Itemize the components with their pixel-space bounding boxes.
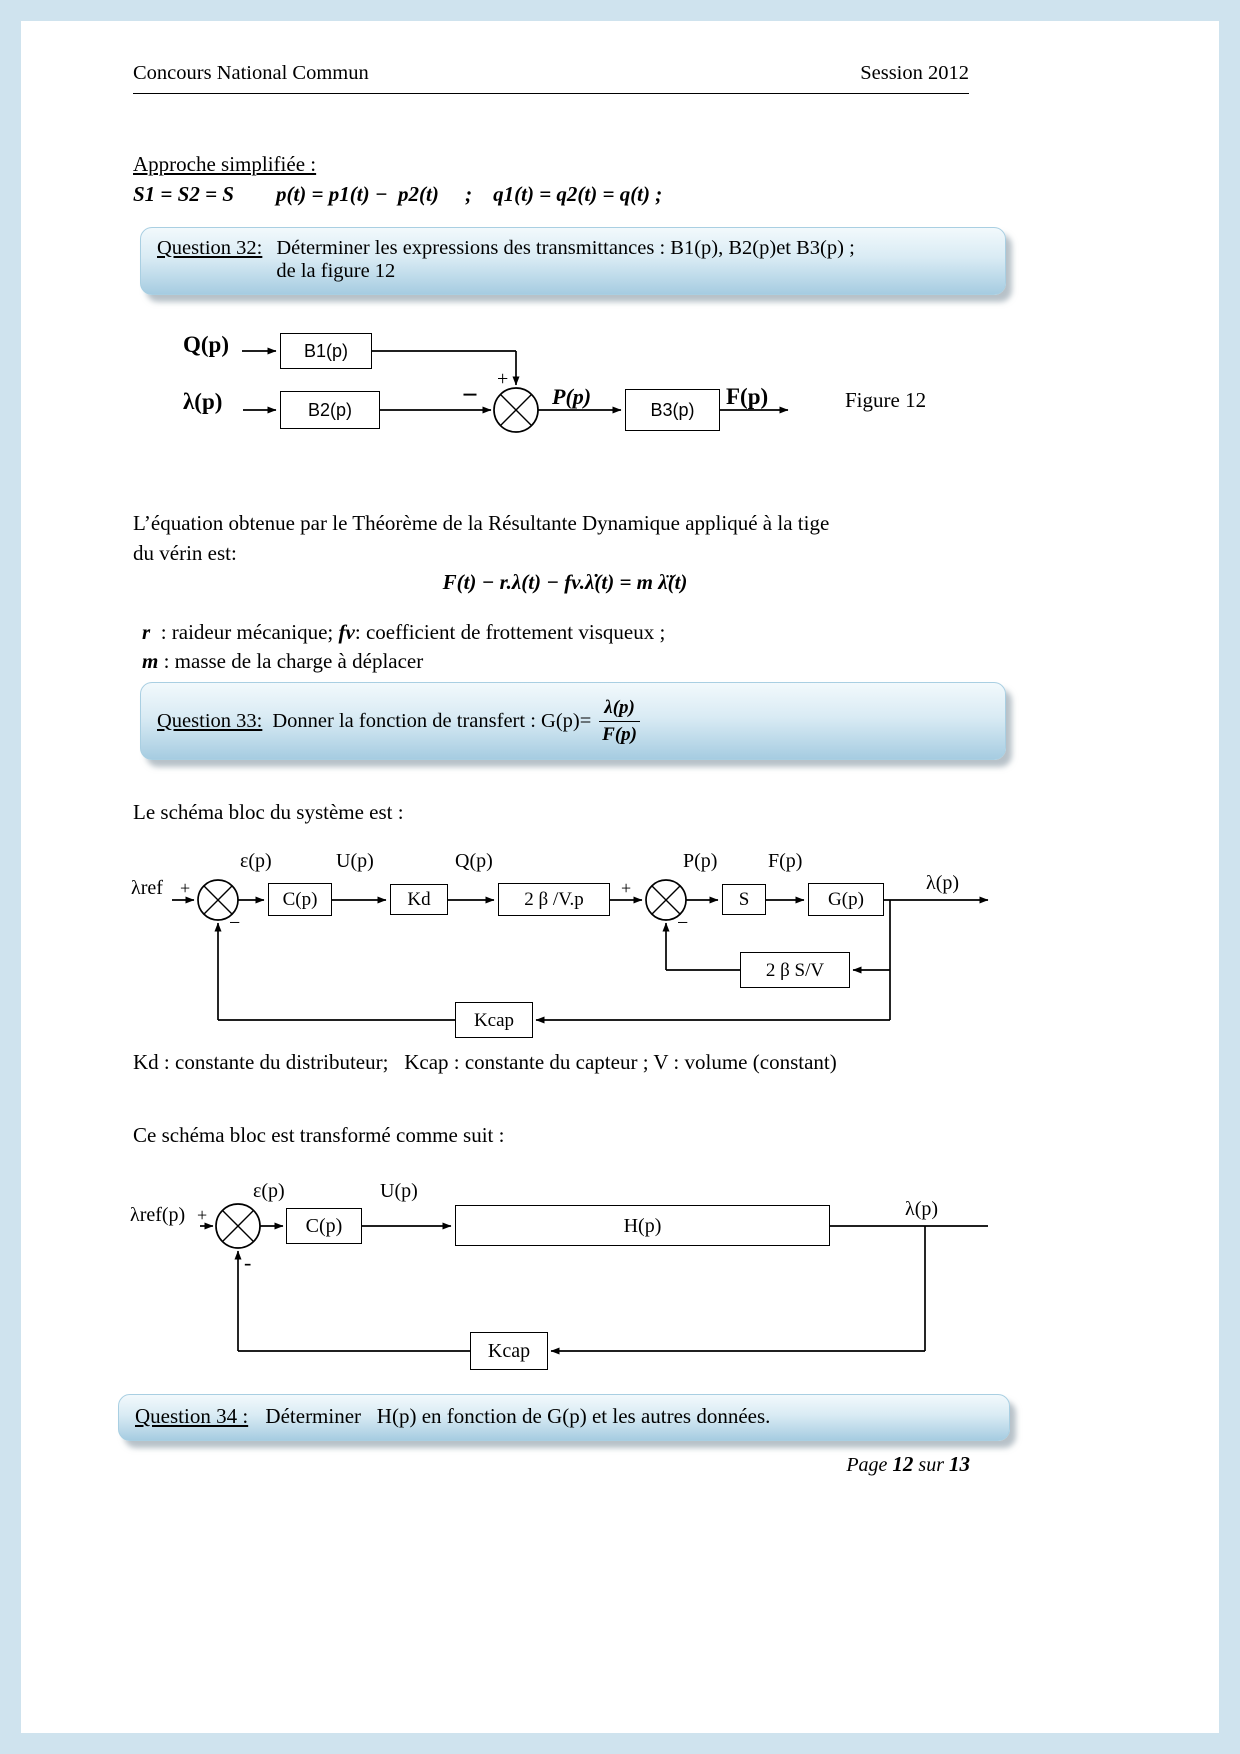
definition-r-line: r : raideur mécanique; fv: coefficient d…: [142, 620, 665, 645]
question-34-label: Question 34 :: [135, 1404, 249, 1428]
schema2-title: Ce schéma bloc est transformé comme suit…: [133, 1123, 505, 1147]
header-title: Concours National Commun: [133, 62, 369, 84]
question-32-box: Question 32: Déterminer les expressions …: [140, 227, 1006, 295]
figure12-caption: Figure 12: [845, 388, 927, 412]
figure-12-wiring: [242, 347, 789, 433]
signal-u-label: U(p): [336, 850, 374, 872]
block-gp: G(p): [808, 883, 884, 916]
figure12-p-label: P(p): [552, 384, 592, 409]
figure12-plus-sign: +: [497, 368, 509, 390]
dynamics-line1: L’équation obtenue par le Théorème de la…: [133, 511, 830, 535]
signal-p-label: P(p): [683, 850, 718, 872]
question-34-text: Déterminer H(p) en fonction de G(p) et l…: [265, 1404, 771, 1428]
fraction-denominator: F(p): [602, 723, 637, 745]
minus-sign-2: −: [677, 912, 689, 934]
footer-total-pages: 13: [949, 1452, 970, 1476]
block-diagram-transformed-wiring: [200, 1203, 988, 1355]
question-32-line2: de la figure 12: [276, 260, 396, 282]
figure12-input-q-label: Q(p): [183, 332, 229, 357]
figure12-f-label: F(p): [726, 384, 769, 409]
figure-12-diagram: Q(p) B1(p) λ(p) B2(p) + − P(p) B3(p) F(p…: [0, 330, 1240, 465]
paper-sheet: [21, 21, 1219, 1733]
question-34-box: Question 34 : Déterminer H(p) en fonctio…: [118, 1394, 1010, 1441]
block-hp: H(p): [455, 1205, 830, 1246]
signal-u-label-2: U(p): [380, 1180, 418, 1202]
block-cp: C(p): [268, 883, 332, 916]
minus-sign-3: -: [244, 1250, 252, 1275]
footer-page-number: 12: [892, 1452, 914, 1476]
dynamics-equation: F(t) − r.λ(t) − fv.λ̇(t) = m λ̈(t): [442, 570, 688, 594]
lambda-ref-label: λref: [131, 877, 163, 899]
block-2beta-sv: 2 β S/V: [740, 952, 850, 988]
block-diagram-transformed: ε(p) U(p) λref(p) + - C(p) H(p) λ(p) Kca…: [0, 1178, 1240, 1383]
block-diagram-system-wiring: [172, 879, 989, 1024]
footer-word-page: Page: [846, 1454, 888, 1476]
figure12-input-lambda-label: λ(p): [183, 389, 223, 414]
block-s: S: [722, 884, 766, 915]
question-33-label: Question 33:: [157, 709, 263, 732]
question-32-text: Déterminer les expressions des transmitt…: [276, 237, 854, 283]
plus-sign-3: +: [197, 1205, 208, 1225]
plus-sign-2: +: [621, 878, 632, 898]
dynamics-line2: du vérin est:: [133, 541, 237, 565]
constants-note: Kd : constante du distributeur; Kcap : c…: [133, 1050, 837, 1074]
symbol-fv: fv: [338, 620, 355, 644]
signal-epsilon-label: ε(p): [240, 850, 272, 872]
block-kd: Kd: [390, 884, 448, 915]
approche-equation: S1 = S2 = S p(t) = p1(t) − p2(t) ; q1(t)…: [133, 182, 663, 206]
signal-f-label: F(p): [768, 850, 803, 872]
definition-m-text: : masse de la charge à déplacer: [158, 649, 424, 673]
definition-m-line: m : masse de la charge à déplacer: [142, 649, 423, 674]
block-cp-2: C(p): [286, 1208, 362, 1244]
dynamics-paragraph: L’équation obtenue par le Théorème de la…: [133, 508, 993, 568]
footer-word-sur: sur: [918, 1454, 944, 1476]
question-32-content: Question 32: Déterminer les expressions …: [157, 237, 989, 283]
minus-sign-1: −: [229, 912, 241, 934]
signal-q-label: Q(p): [455, 850, 493, 872]
definition-r-text: : raideur mécanique;: [150, 620, 339, 644]
question-33-box: Question 33: Donner la fonction de trans…: [140, 682, 1006, 760]
block-kcap: Kcap: [455, 1002, 533, 1038]
block-b2: B2(p): [280, 391, 380, 429]
lambda-ref-p-label: λref(p): [130, 1204, 186, 1226]
block-kcap-2: Kcap: [470, 1332, 548, 1370]
signal-epsilon-label-2: ε(p): [253, 1180, 285, 1202]
header-session: Session 2012: [860, 62, 969, 84]
question-33-text: Donner la fonction de transfert : G(p)=: [272, 709, 592, 732]
lambda-output-label-2: λ(p): [905, 1198, 939, 1220]
block-b1: B1(p): [280, 333, 372, 369]
plus-sign-1: +: [180, 878, 191, 898]
page-footer: Page 12 sur 13: [600, 1452, 970, 1477]
question-32-line1: Déterminer les expressions des transmitt…: [276, 237, 855, 259]
block-b3: B3(p): [625, 389, 720, 431]
block-diagram-system: ε(p) U(p) Q(p) P(p) F(p) λref + − C(p) K…: [0, 845, 1240, 1060]
definition-fv-text: : coefficient de frottement visqueux ;: [354, 620, 666, 644]
symbol-m: m: [142, 649, 159, 673]
schema1-title: Le schéma bloc du système est :: [133, 800, 404, 824]
page-header: Concours National Commun Session 2012: [133, 62, 969, 94]
fraction-numerator: λ(p): [599, 697, 640, 722]
question-32-label: Question 32:: [157, 237, 263, 259]
approche-title: Approche simplifiée :: [133, 152, 317, 176]
transfer-function-fraction: λ(p) F(p): [599, 697, 640, 746]
block-2beta-vp: 2 β /V.p: [498, 883, 610, 916]
symbol-r: r: [142, 620, 151, 644]
figure12-minus-sign: −: [462, 380, 478, 411]
lambda-output-label: λ(p): [926, 872, 960, 894]
